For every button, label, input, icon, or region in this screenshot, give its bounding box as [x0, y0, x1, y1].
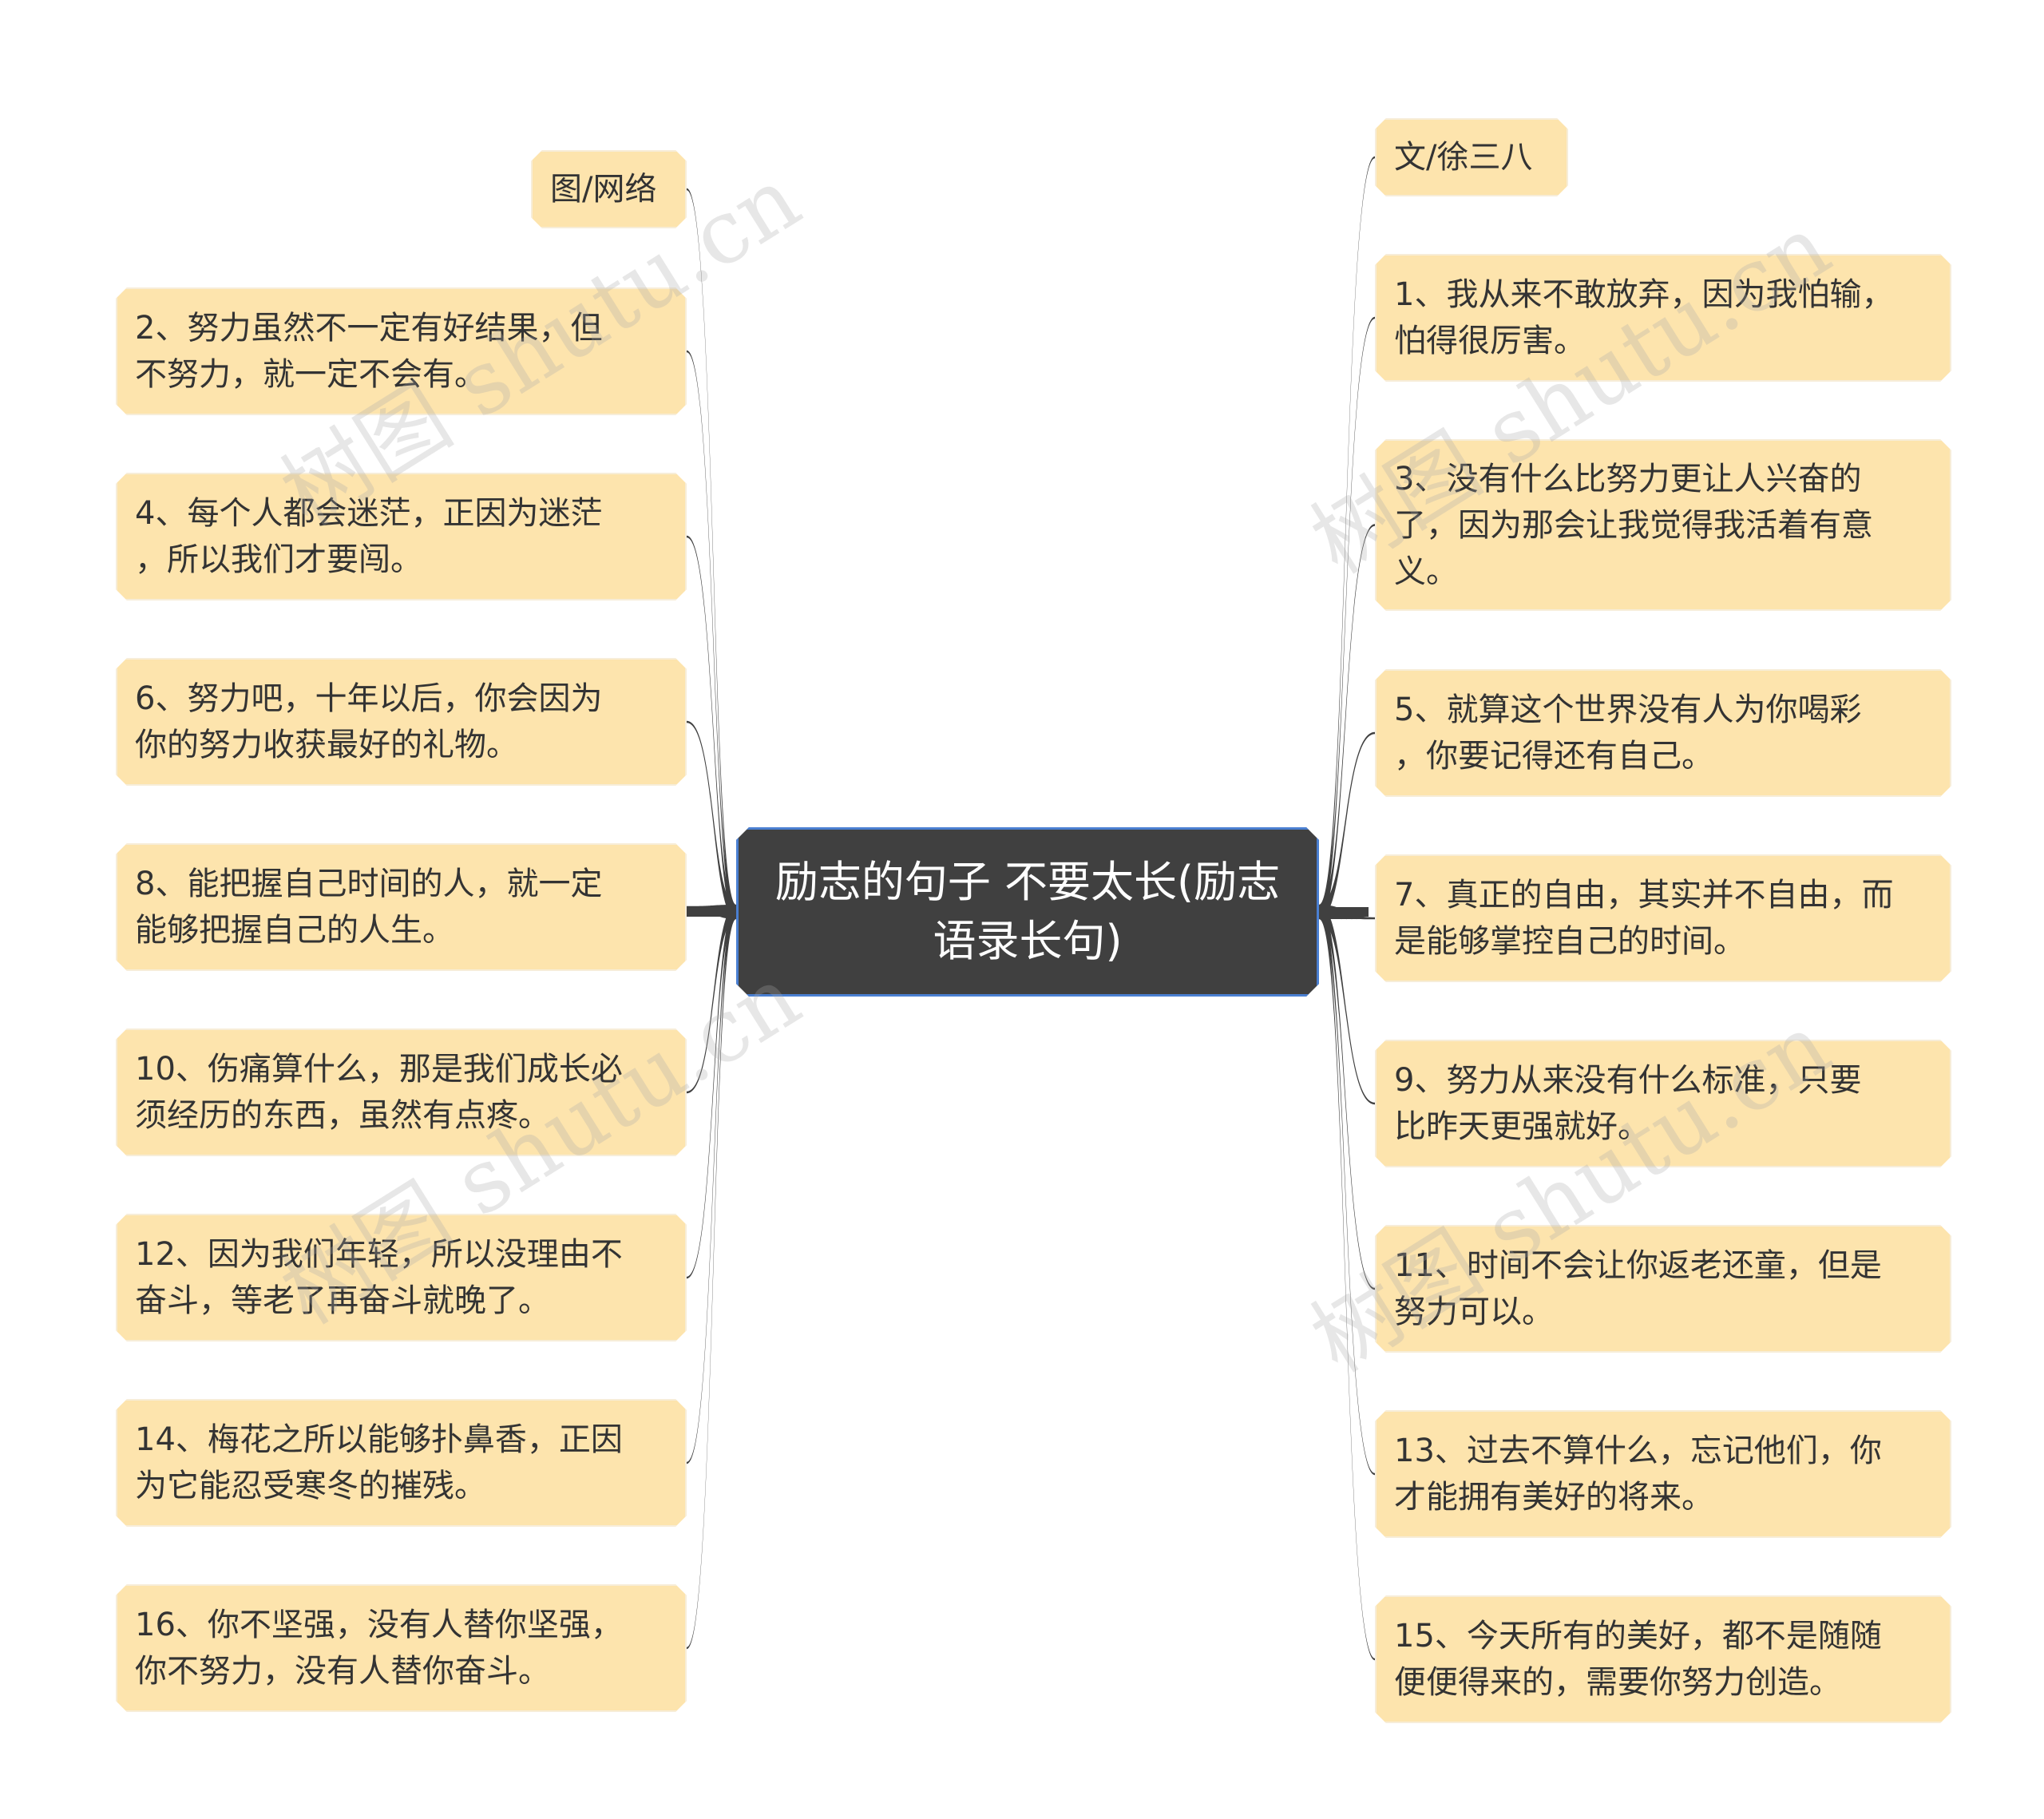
link-r0 — [1319, 156, 1375, 920]
right-node-1[interactable]: 1、我从来不敢放弃，因为我怕输， 怕得很厉害。 — [1375, 254, 1951, 382]
right-node-credit[interactable]: 文/徐三八 — [1375, 118, 1568, 196]
left-node-6[interactable]: 6、努力吧，十年以后，你会因为 你的努力收获最好的礼物。 — [116, 658, 687, 786]
left-node-12[interactable]: 12、因为我们年轻，所以没理由不 奋斗，等老了再奋斗就晚了。 — [116, 1214, 687, 1341]
link-l0 — [687, 188, 736, 920]
node-label: 4、每个人都会迷茫，正因为迷茫 ，所以我们才要闯。 — [135, 495, 603, 578]
node-label: 1、我从来不敢放弃，因为我怕输， 怕得很厉害。 — [1394, 276, 1894, 359]
left-node-16[interactable]: 16、你不坚强，没有人替你坚强， 你不努力，没有人替你奋斗。 — [116, 1584, 687, 1712]
right-node-13[interactable]: 13、过去不算什么，忘记他们，你 才能拥有美好的将来。 — [1375, 1410, 1951, 1538]
left-node-credit[interactable]: 图/网络 — [531, 150, 687, 228]
right-node-11[interactable]: 11、时间不会让你返老还童，但是 努力可以。 — [1375, 1225, 1951, 1353]
link-l1 — [687, 350, 736, 919]
central-topic[interactable]: 励志的句子 不要太长(励志语录长句) — [736, 827, 1319, 997]
node-label: 11、时间不会让你返老还童，但是 努力可以。 — [1394, 1247, 1882, 1330]
node-label: 10、伤痛算什么，那是我们成长必 须经历的东西，虽然有点疼。 — [135, 1051, 623, 1134]
node-label: 8、能把握自己时间的人，就一定 能够把握自己的人生。 — [135, 866, 603, 949]
link-r6 — [1319, 905, 1375, 1290]
central-topic-label: 励志的句子 不要太长(励志语录长句) — [774, 857, 1281, 966]
right-node-3[interactable]: 3、没有什么比努力更让人兴奋的 了，因为那会让我觉得我活着有意 义。 — [1375, 439, 1951, 611]
node-label: 文/徐三八 — [1394, 139, 1533, 176]
right-node-9[interactable]: 9、努力从来没有什么标准，只要 比昨天更强就好。 — [1375, 1040, 1951, 1167]
link-r7 — [1319, 905, 1375, 1476]
link-r1 — [1319, 316, 1375, 919]
right-node-7[interactable]: 7、真正的自由，其实并不自由，而 是能够掌控自己的时间。 — [1375, 854, 1951, 982]
stub-right — [1319, 907, 1369, 917]
left-node-8[interactable]: 8、能把握自己时间的人，就一定 能够把握自己的人生。 — [116, 843, 687, 971]
node-label: 14、梅花之所以能够扑鼻香，正因 为它能忍受寒冬的摧残。 — [135, 1421, 623, 1504]
node-label: 13、过去不算什么，忘记他们，你 才能拥有美好的将来。 — [1394, 1433, 1882, 1516]
node-label: 5、就算这个世界没有人为你喝彩 ，你要记得还有自己。 — [1394, 692, 1862, 775]
left-node-14[interactable]: 14、梅花之所以能够扑鼻香，正因 为它能忍受寒冬的摧残。 — [116, 1399, 687, 1527]
left-node-10[interactable]: 10、伤痛算什么，那是我们成长必 须经历的东西，虽然有点疼。 — [116, 1028, 687, 1156]
left-node-2[interactable]: 2、努力虽然不一定有好结果，但 不努力，就一定不会有。 — [116, 287, 687, 415]
node-label: 16、你不坚强，没有人替你坚强， 你不努力，没有人替你奋斗。 — [135, 1607, 623, 1690]
stub-left — [687, 907, 736, 917]
node-label: 2、努力虽然不一定有好结果，但 不努力，就一定不会有。 — [135, 310, 603, 393]
right-node-15[interactable]: 15、今天所有的美好，都不是随随 便便得来的，需要你努力创造。 — [1375, 1595, 1951, 1723]
node-label: 7、真正的自由，其实并不自由，而 是能够掌控自己的时间。 — [1394, 877, 1894, 960]
right-node-5[interactable]: 5、就算这个世界没有人为你喝彩 ，你要记得还有自己。 — [1375, 669, 1951, 797]
node-label: 9、努力从来没有什么标准，只要 比昨天更强就好。 — [1394, 1062, 1862, 1145]
node-label: 图/网络 — [550, 171, 657, 208]
node-label: 3、没有什么比努力更让人兴奋的 了，因为那会让我觉得我活着有意 义。 — [1394, 460, 1873, 590]
link-l7 — [687, 905, 736, 1464]
node-label: 15、今天所有的美好，都不是随随 便便得来的，需要你努力创造。 — [1394, 1618, 1882, 1701]
left-node-4[interactable]: 4、每个人都会迷茫，正因为迷茫 ，所以我们才要闯。 — [116, 473, 687, 600]
node-label: 6、努力吧，十年以后，你会因为 你的努力收获最好的礼物。 — [135, 680, 603, 763]
node-label: 12、因为我们年轻，所以没理由不 奋斗，等老了再奋斗就晚了。 — [135, 1236, 623, 1319]
